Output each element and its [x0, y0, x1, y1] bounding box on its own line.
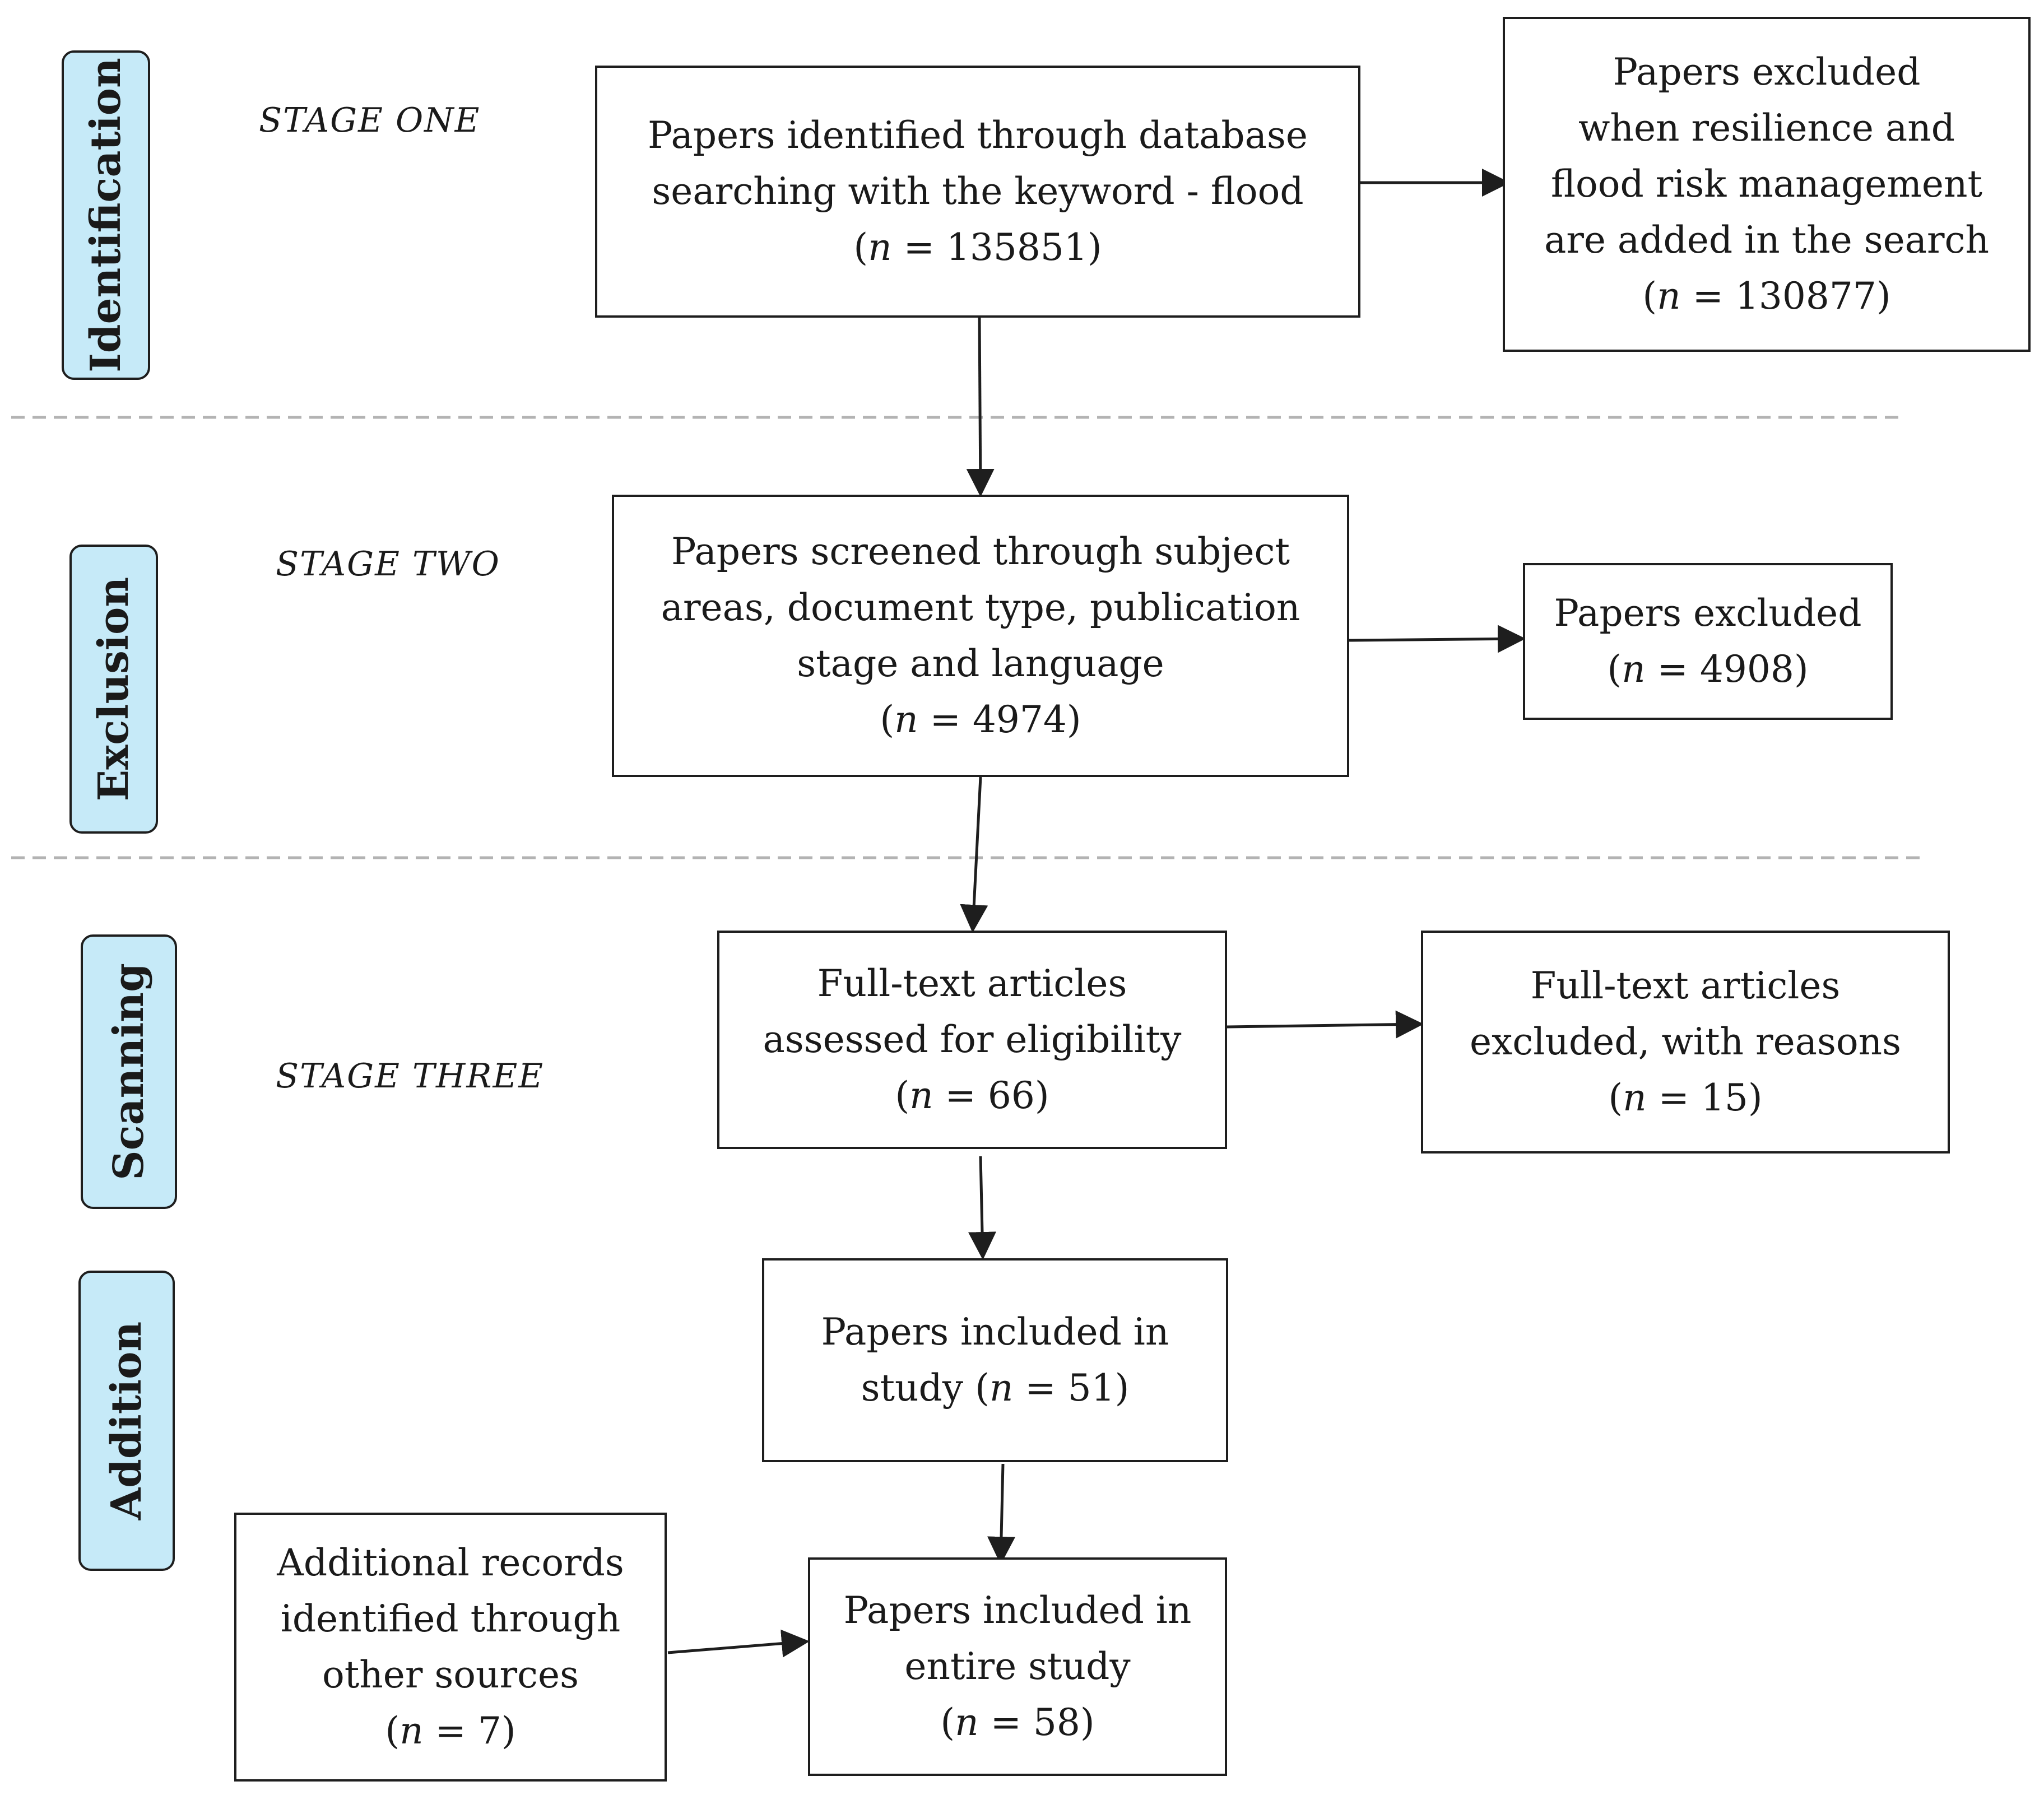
stage-tab-label: Scanning — [105, 963, 153, 1180]
stage-label-one: STAGE ONE — [259, 101, 481, 140]
stage-tab-exclusion: Exclusion — [69, 545, 158, 834]
arrow-additional-to-entire — [667, 1629, 810, 1658]
box-papers-identified: Papers identified through database searc… — [595, 66, 1360, 318]
box-papers-screened: Papers screened through subject areas, d… — [612, 495, 1349, 777]
stage-label-three: STAGE THREE — [276, 1057, 545, 1096]
arrow-included-to-entire — [987, 1463, 1016, 1565]
box-additional-records: Additional records identified through ot… — [234, 1513, 667, 1782]
box-papers-excluded-search: Papers excluded when resilience and floo… — [1503, 17, 2031, 352]
arrow-screened-to-excluded — [1349, 625, 1526, 653]
arrow-identified-to-screened — [966, 317, 995, 497]
box-fulltext-excluded: Full-text articles excluded, with reason… — [1421, 931, 1950, 1154]
box-papers-included: Papers included in study (n = 51) — [762, 1258, 1228, 1462]
arrow-fulltext-to-included — [968, 1156, 996, 1260]
stage-tab-label: Addition — [103, 1321, 151, 1520]
arrow-screened-to-fulltext — [960, 776, 988, 933]
stage-tab-label: Exclusion — [90, 576, 138, 802]
box-fulltext-assessed: Full-text articles assessed for eligibil… — [717, 931, 1227, 1149]
box-papers-excluded: Papers excluded (n = 4908) — [1523, 563, 1893, 720]
stage-tab-scanning: Scanning — [81, 934, 177, 1209]
arrow-fulltext-to-excluded — [1227, 1010, 1424, 1039]
box-papers-entire-study: Papers included in entire study (n = 58) — [808, 1557, 1227, 1776]
stage-label-two: STAGE TWO — [276, 545, 500, 584]
stage-tab-label: Identification — [82, 58, 130, 373]
stage-tab-identification: Identification — [62, 50, 150, 380]
stage-tab-addition: Addition — [78, 1271, 175, 1571]
